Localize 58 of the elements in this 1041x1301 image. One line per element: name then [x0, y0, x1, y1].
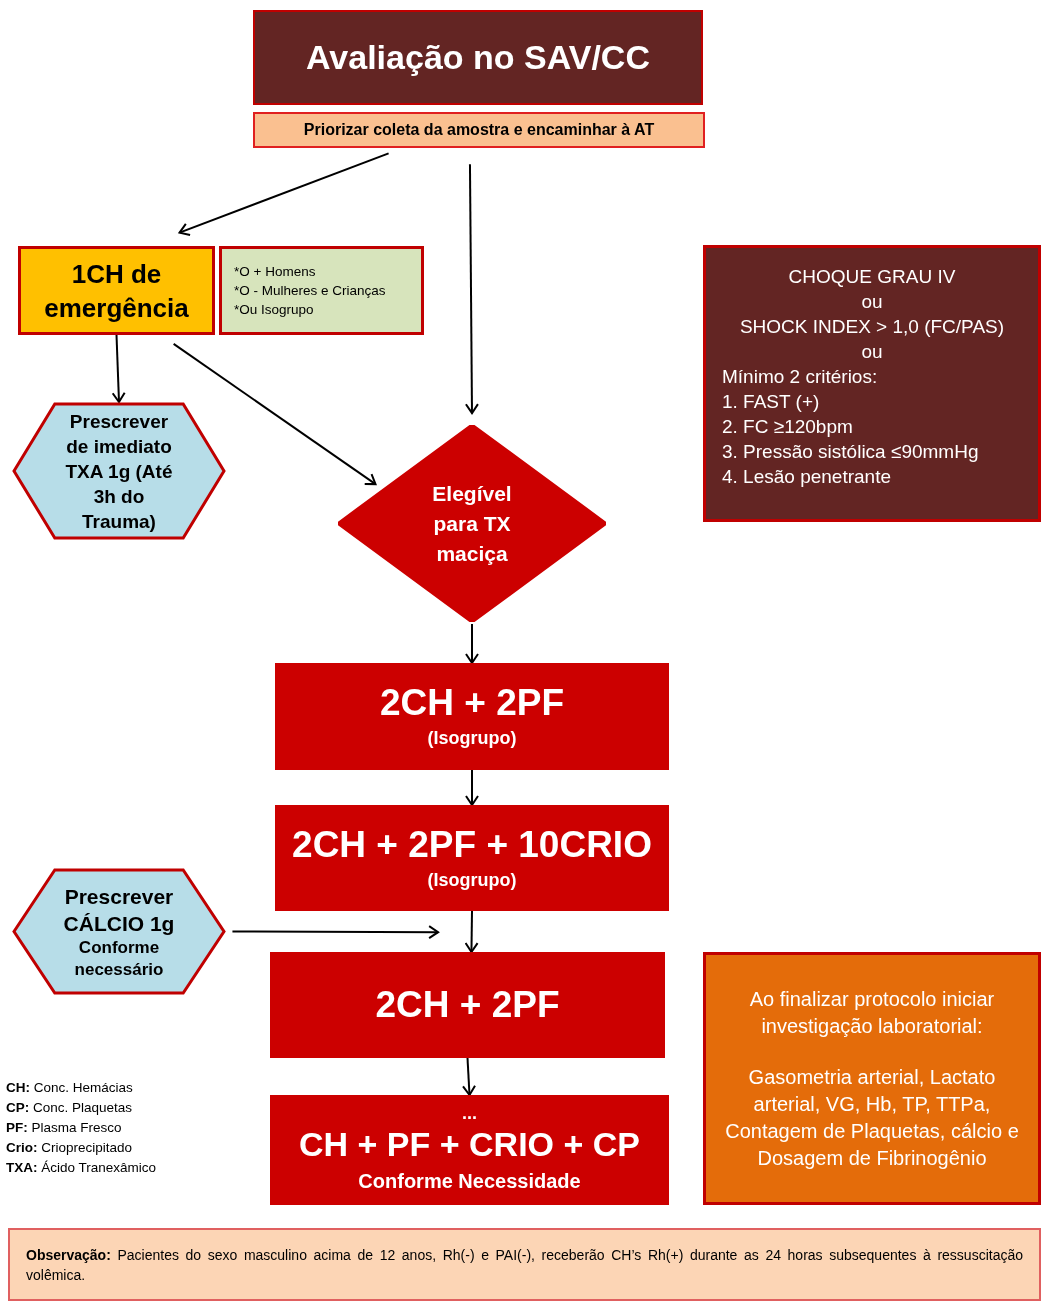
node-text: *O - Mulheres e Crianças: [234, 282, 387, 300]
node-text: SHOCK INDEX > 1,0 (FC/PAS): [738, 315, 1006, 339]
node-text: *Ou Isogrupo: [234, 301, 315, 319]
node-text: Avaliação no SAV/CC: [306, 37, 650, 78]
node-text: 4. Lesão penetrante: [722, 465, 893, 489]
node-text: Ao finalizar protocolo iniciar investigação laboratorial:: [748, 986, 996, 1039]
hexagon-node: [12, 402, 226, 540]
node-text: 1CH de emergência: [43, 257, 190, 325]
node-text: Mínimo 2 critérios:: [722, 365, 879, 389]
node-text: 2CH + 2PF: [379, 681, 564, 725]
node-text: Conforme Necessidade: [358, 1169, 581, 1194]
arrow: [465, 622, 479, 664]
node-text: Prescrever CÁLCIO 1g: [62, 883, 176, 937]
node-text: Priorizar coleta da amostra e encaminhar à AT: [303, 120, 655, 140]
arrow: [464, 910, 479, 953]
abbreviation-label: TXA: Ácido Tranexâmico: [6, 1159, 157, 1177]
arrow: [464, 163, 479, 415]
process-box: [18, 246, 215, 335]
arrow: [178, 152, 390, 237]
node-text: CH + PF + CRIO + CP: [299, 1124, 640, 1165]
criteria-box: [703, 245, 1041, 522]
note-box: [219, 246, 424, 335]
arrow: [172, 342, 377, 486]
info-box: [703, 952, 1041, 1205]
process-box: [275, 805, 669, 911]
node-text: 2CH + 2PF + 10CRIO: [292, 822, 652, 867]
process-box: [275, 663, 669, 770]
arrow: [111, 334, 126, 403]
node-text: 2. FC ≥120bpm: [722, 415, 854, 439]
decision-diamond: [338, 425, 606, 622]
process-box: [270, 952, 665, 1058]
node-text: 3. Pressão sistólica ≤90mmHg: [722, 440, 980, 464]
note-box: [8, 1228, 1041, 1301]
node-text: (Isogrupo): [427, 727, 517, 750]
abbreviation-label: CH: Conc. Hemácias: [6, 1079, 134, 1097]
title-box: [253, 10, 703, 105]
node-text: Observação: Pacientes do sexo masculino acima de 12 anos, Rh(-) e PAI(-), receberão CH’s Rh(+) durante as 24 horas subsequentes à ressuscitação volêmica.: [26, 1245, 1023, 1285]
node-text: (Isogrupo): [427, 868, 517, 892]
hexagon-node: [12, 868, 226, 995]
node-text: ...: [462, 1104, 477, 1122]
arrow: [462, 1057, 476, 1096]
arrow: [465, 769, 479, 806]
subtitle-box: [253, 112, 705, 148]
node-text: Prescrever de imediato TXA 1g (Até 3h do Trauma): [65, 409, 173, 534]
process-box: [270, 1095, 669, 1205]
node-text: CHOQUE GRAU IV: [787, 265, 957, 289]
arrow: [231, 925, 440, 940]
node-text: Gasometria arterial, Lactato arterial, VG, Hb, TP, TTPa, Contagem de Plaquetas, cálcio e Dosagem de Fibrinogênio: [724, 1064, 1020, 1171]
node-text: Conforme necessário: [73, 936, 165, 981]
node-text: *O + Homens: [234, 263, 317, 281]
node-text: ou: [860, 340, 884, 364]
abbreviation-label: PF: Plasma Fresco: [6, 1119, 123, 1137]
abbreviation-label: Crio: Crioprecipitado: [6, 1139, 134, 1157]
node-text: 2CH + 2PF: [375, 983, 560, 1028]
node-text: Elegível para TX maciça: [431, 480, 513, 567]
node-text: 1. FAST (+): [722, 390, 821, 414]
abbreviation-label: CP: Conc. Plaquetas: [6, 1099, 134, 1117]
node-text: ou: [860, 290, 884, 314]
